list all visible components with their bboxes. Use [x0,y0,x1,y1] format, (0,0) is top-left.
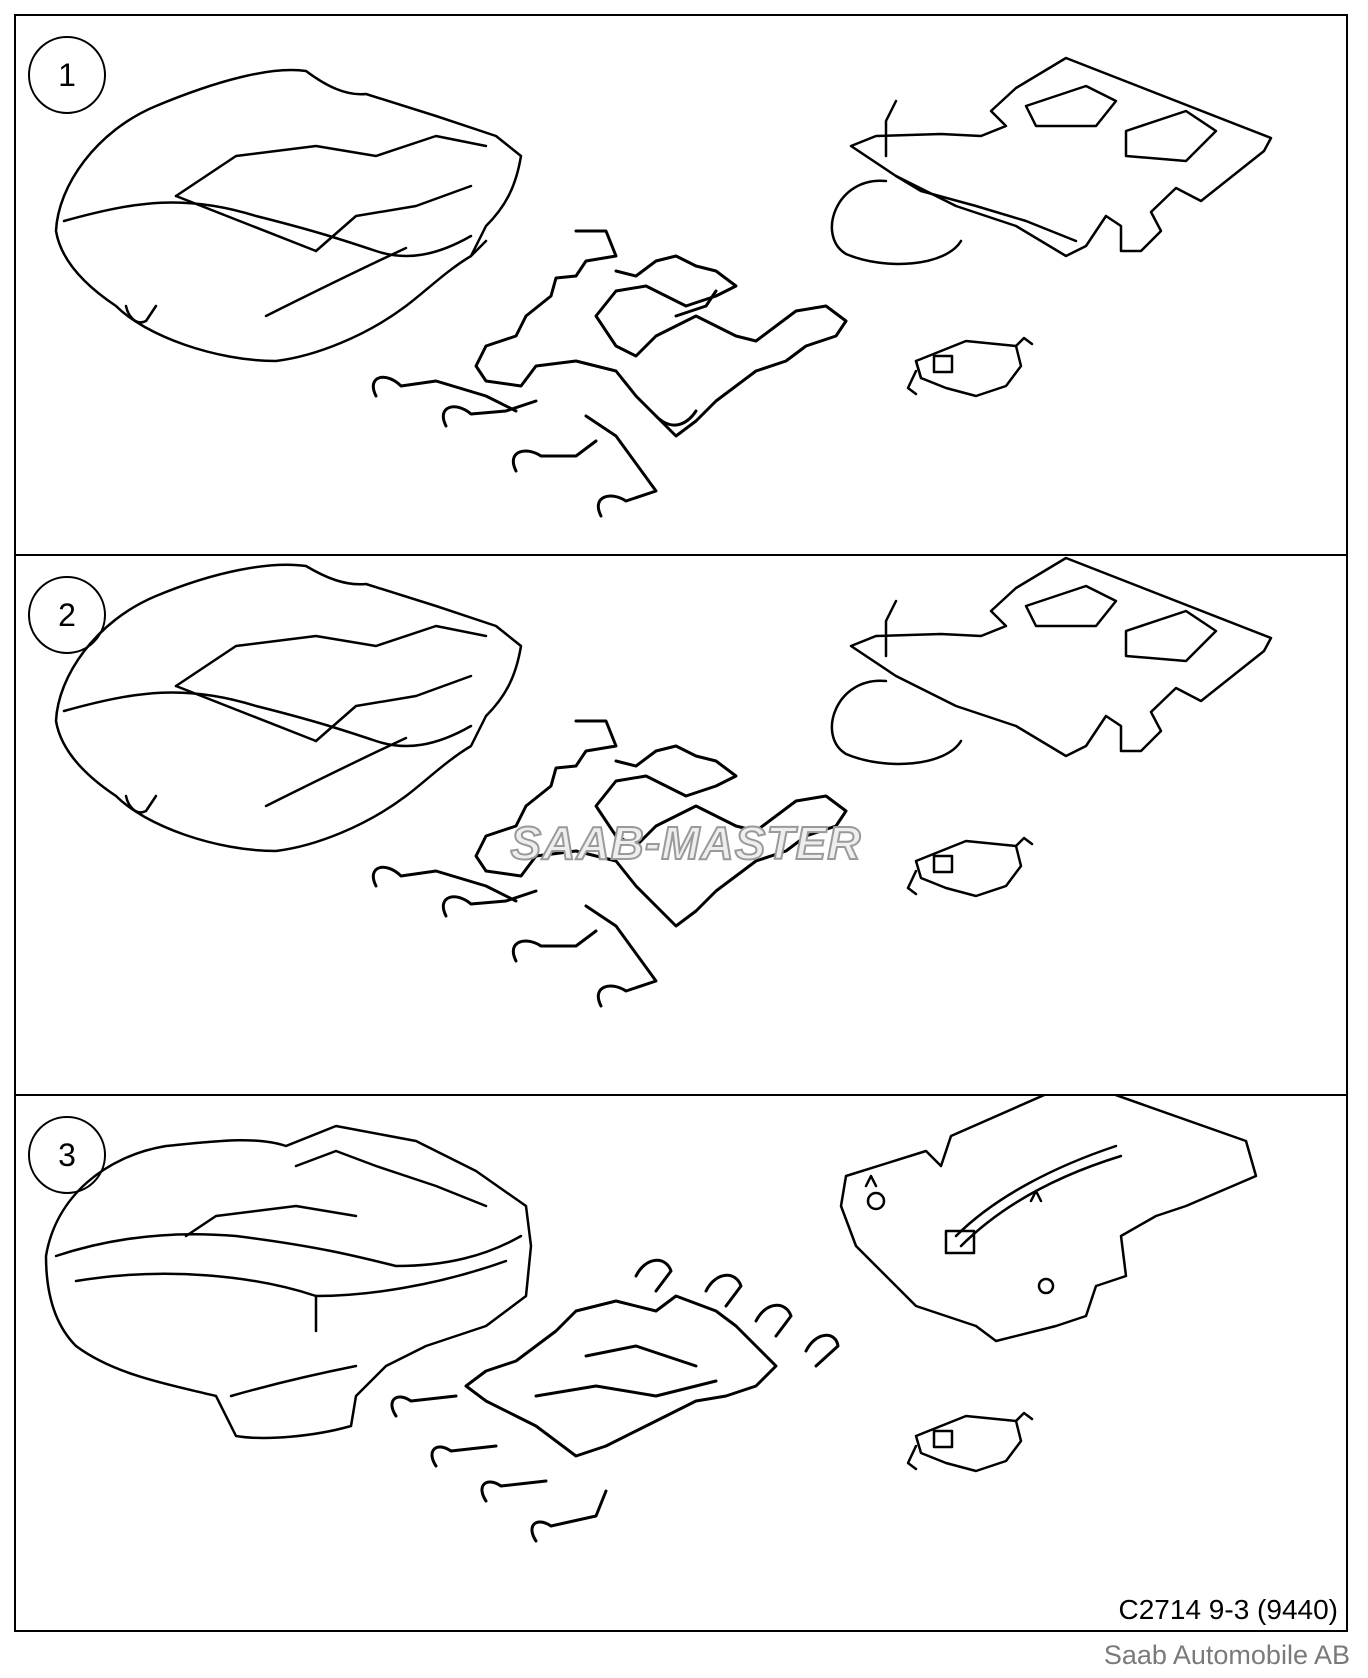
watermark: SAAB-MASTER [510,816,862,870]
seat-cushion [54,68,523,363]
seat-pan-plate [839,1096,1258,1343]
heating-pad [830,556,1273,766]
spring-frame [371,719,848,1008]
panel-2: 2 [16,556,1346,1096]
illustration-frame: 1 [14,14,1348,1632]
panel-1: 1 [16,16,1346,556]
panel-3: 3 [16,1096,1346,1632]
figure-code: C2714 9-3 (9440) [1118,1594,1338,1625]
panel-number-badge: 3 [28,1116,106,1194]
panel-number-badge: 1 [28,36,106,114]
spring-frame [371,229,848,518]
control-module [906,336,1034,398]
panel-number-badge: 2 [28,576,106,654]
control-module [906,1411,1034,1473]
seat-cushion [54,563,523,853]
copyright-text: Saab Automobile AB [1103,1640,1350,1670]
seat-cushion [44,1124,533,1440]
spring-frame [390,1258,840,1543]
heating-pad [830,56,1273,266]
control-module [906,836,1034,898]
